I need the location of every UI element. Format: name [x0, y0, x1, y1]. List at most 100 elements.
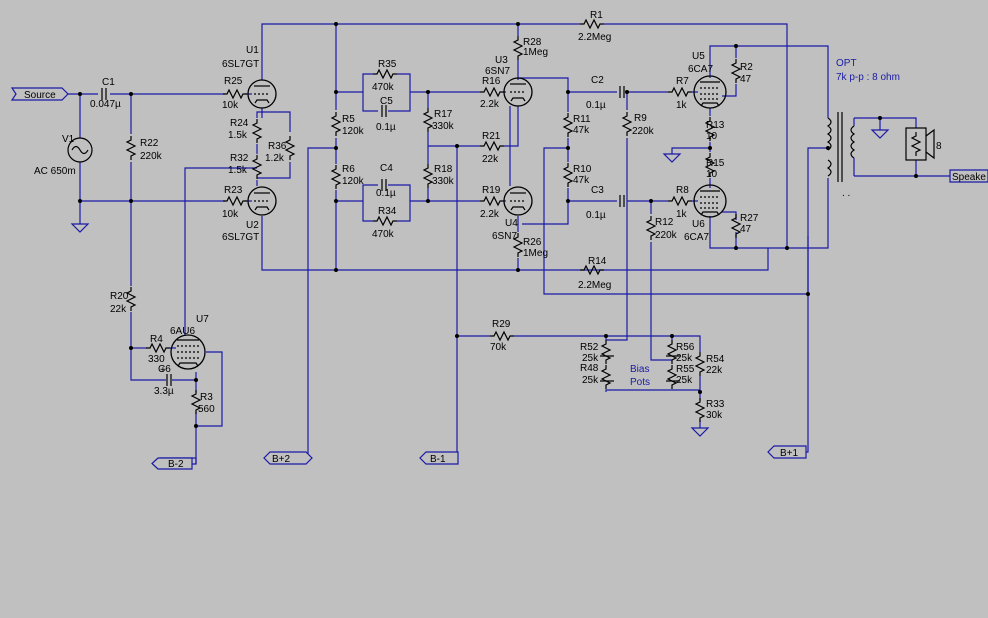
label-value: 25k — [582, 375, 599, 386]
label-ref: C5 — [380, 96, 393, 107]
label-ref: R1 — [590, 10, 603, 21]
label-value: AC 650m — [34, 166, 76, 177]
bias-pots-label-2: Pots — [630, 377, 650, 388]
label-ref: U7 — [196, 314, 209, 325]
label-ref: C4 — [380, 163, 393, 174]
label-ref: R20 — [110, 291, 129, 302]
label-value: 10 — [706, 169, 718, 180]
label-value: 330k — [432, 121, 455, 132]
label-ref: R5 — [342, 114, 355, 125]
transformer-dots: . . — [842, 188, 850, 199]
label-ref: R15 — [706, 158, 725, 169]
label-value: 220k — [655, 230, 678, 241]
opt-label: OPT — [836, 58, 857, 69]
label-ref: R48 — [580, 363, 599, 374]
port-b-plus-1-label: B+1 — [780, 448, 799, 459]
label-ref: R6 — [342, 164, 355, 175]
label-value: 1k — [676, 100, 688, 111]
label-value: 120k — [342, 176, 365, 187]
label-value: 6SL7GT — [222, 59, 259, 70]
label-value: 330 — [148, 354, 165, 365]
component-labels: Source B-2 B+2 B-1 B+1 Speake OPT 7k p-p… — [24, 10, 986, 470]
label-ref: R32 — [230, 153, 249, 164]
label-ref: R8 — [676, 185, 689, 196]
label-value: 2.2k — [480, 209, 500, 220]
label-value: 2.2Meg — [578, 280, 611, 291]
label-value: 25k — [582, 353, 599, 364]
wires — [60, 23, 950, 458]
label-value: 47 — [740, 74, 752, 85]
label-value: 10k — [222, 100, 239, 111]
label-ref: C1 — [102, 77, 115, 88]
label-value: 47k — [573, 175, 590, 186]
label-ref: R16 — [482, 76, 501, 87]
voltage-source-v1 — [67, 137, 93, 163]
label-value: 22k — [110, 304, 127, 315]
label-ref: R24 — [230, 118, 249, 129]
label-value: 1.5k — [228, 165, 248, 176]
label-value: 0.1µ — [586, 210, 606, 221]
label-ref: R3 — [200, 392, 213, 403]
label-value: 0.1µ — [376, 122, 396, 133]
label-value: 0.1µ — [586, 100, 606, 111]
label-ref: U5 — [692, 51, 705, 62]
opt-ratio-label: 7k p-p : 8 ohm — [836, 72, 900, 83]
label-value: 6CA7 — [688, 64, 713, 75]
label-ref: R23 — [224, 185, 243, 196]
label-value: 2.2Meg — [578, 32, 611, 43]
label-value: 470k — [372, 229, 395, 240]
label-ref: R2 — [740, 62, 753, 73]
label-ref: U4 — [505, 218, 518, 229]
label-ref: R4 — [150, 334, 163, 345]
capacitors: + — [101, 86, 625, 386]
label-ref: R14 — [588, 256, 607, 267]
label-ref: R18 — [434, 164, 453, 175]
port-b-minus-2-label: B-2 — [168, 459, 184, 470]
label-value: 220k — [140, 151, 163, 162]
label-value: 1Meg — [523, 248, 548, 259]
label-value: 25k — [676, 375, 693, 386]
label-value: 1.2k — [265, 153, 285, 164]
label-ref: R25 — [224, 76, 243, 87]
label-value: 1k — [676, 209, 688, 220]
label-ref: C2 — [591, 75, 604, 86]
label-value: 22k — [706, 365, 723, 376]
label-value: 6AU6 — [170, 326, 195, 337]
label-ref: R33 — [706, 399, 725, 410]
label-value: 6SL7GT — [222, 232, 259, 243]
label-value: 10k — [222, 209, 239, 220]
label-value: 560 — [198, 404, 215, 415]
label-value: 0.047µ — [90, 99, 121, 110]
label-ref: R56 — [676, 342, 695, 353]
label-value: 220k — [632, 126, 655, 137]
label-ref: R10 — [573, 164, 592, 175]
label-ref: R9 — [634, 113, 647, 124]
label-ref: U3 — [495, 55, 508, 66]
label-ref: U1 — [246, 45, 259, 56]
label-value: 6SN7 — [485, 66, 510, 77]
label-ref: U2 — [246, 220, 259, 231]
label-ref: C3 — [591, 185, 604, 196]
bias-pots-label-1: Bias — [630, 364, 649, 375]
label-ref: R21 — [482, 131, 501, 142]
label-value: 6CA7 — [684, 232, 709, 243]
speaker — [905, 127, 935, 161]
resistors — [126, 19, 741, 423]
label-value: 120k — [342, 126, 365, 137]
label-ref: R26 — [523, 237, 542, 248]
label-ref: R22 — [140, 138, 159, 149]
label-ref: R54 — [706, 354, 725, 365]
port-b-minus-1-label: B-1 — [430, 454, 446, 465]
label-value: 3.3µ — [154, 386, 174, 397]
label-value: 330k — [432, 176, 455, 187]
label-value: 22k — [482, 154, 499, 165]
label-ref: C6 — [158, 364, 171, 375]
label-value: 0.1µ — [376, 188, 396, 199]
label-ref: R36 — [268, 141, 287, 152]
svg-text:+: + — [160, 365, 166, 376]
label-ref: R7 — [676, 76, 689, 87]
label-ref: R34 — [378, 206, 397, 217]
label-value: 1.5k — [228, 130, 248, 141]
